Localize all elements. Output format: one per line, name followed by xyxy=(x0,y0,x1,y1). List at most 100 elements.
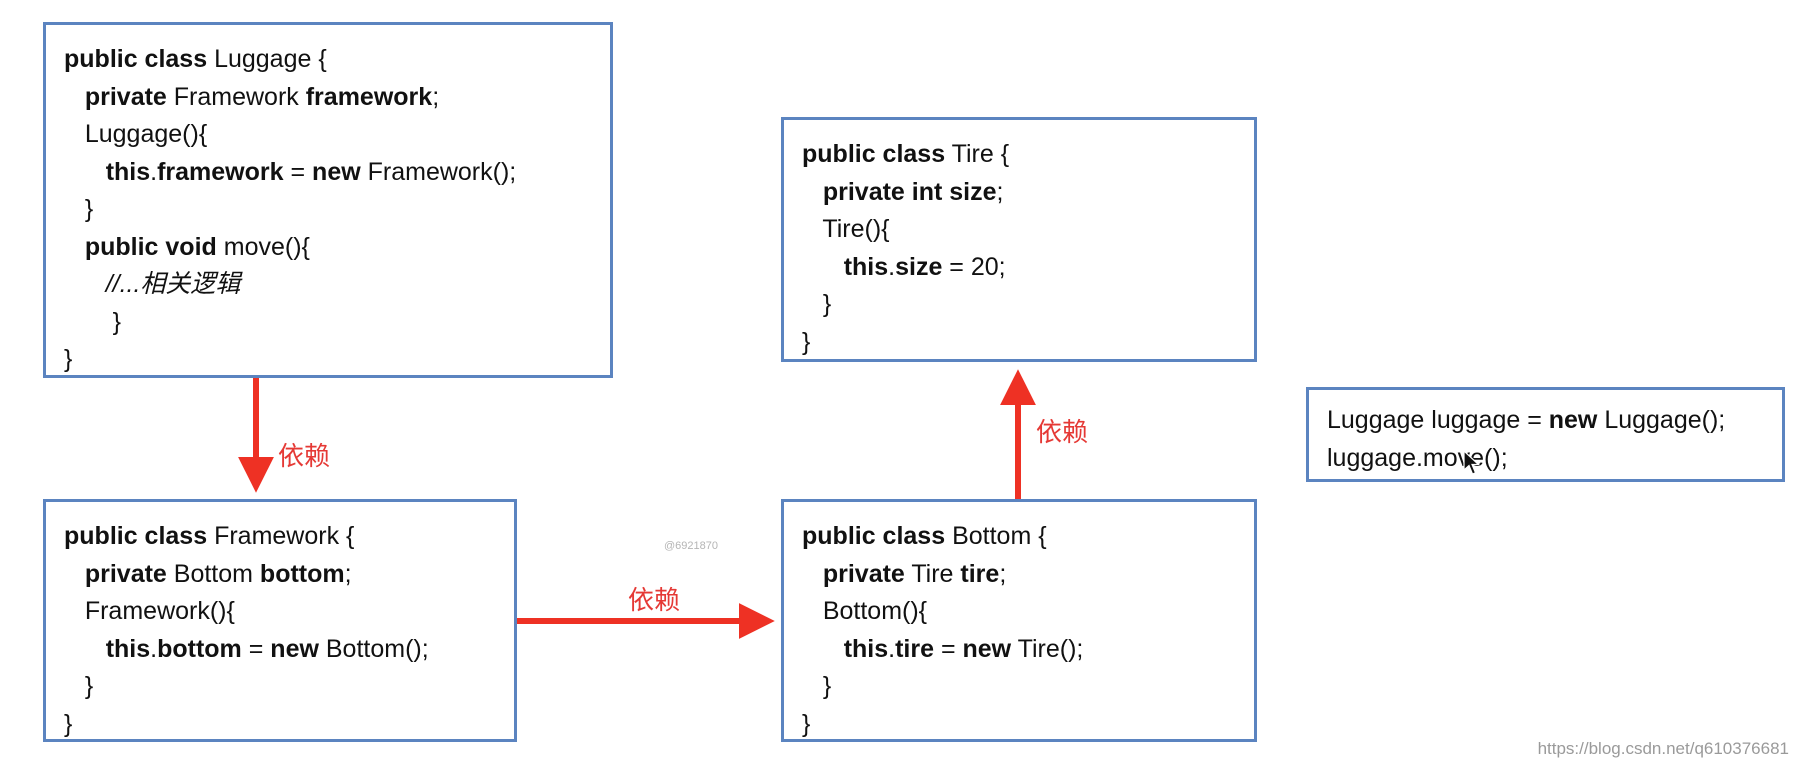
bottom-class-box: public class Bottom { private Tire tire;… xyxy=(781,499,1257,742)
code-text: Tire(); xyxy=(1011,634,1084,663)
code-keyword: private xyxy=(84,82,167,111)
code-text: Luggage(){ xyxy=(64,120,208,148)
code-keyword: private xyxy=(822,559,905,588)
code-keyword: private int size xyxy=(822,177,997,206)
luggage-class-box: public class Luggage { private Framework… xyxy=(43,22,613,378)
code-text: Bottom { xyxy=(945,522,1047,550)
code-line: private Framework framework; xyxy=(64,79,592,117)
code-keyword: tire xyxy=(895,634,934,663)
code-text: Luggage { xyxy=(207,45,327,73)
code-text: } xyxy=(802,290,832,318)
bottom-code: public class Bottom { private Tire tire;… xyxy=(802,518,1236,743)
usage-code: Luggage luggage = new Luggage(); luggage.… xyxy=(1327,402,1764,477)
code-keyword: size xyxy=(895,252,943,281)
code-line: } xyxy=(802,324,1236,362)
code-line: } xyxy=(802,668,1236,706)
code-keyword: this xyxy=(105,634,151,663)
code-line: } xyxy=(64,191,592,229)
code-text: = xyxy=(934,634,963,663)
code-keyword: this xyxy=(105,157,151,186)
code-text: Luggage(); xyxy=(1597,406,1726,434)
code-line: Bottom(){ xyxy=(802,593,1236,631)
code-text: . xyxy=(888,252,896,281)
code-text: ; xyxy=(999,559,1007,588)
code-text: ; xyxy=(996,177,1004,206)
code-text: Framework(){ xyxy=(64,597,235,625)
code-line: luggage.move(); xyxy=(1327,440,1764,478)
code-line: private Tire tire; xyxy=(802,556,1236,594)
code-line: private int size; xyxy=(802,174,1236,212)
code-line: } xyxy=(64,706,496,744)
code-text: ; xyxy=(344,559,352,588)
code-line: } xyxy=(64,341,592,379)
code-text: Framework(); xyxy=(360,157,517,186)
luggage-code: public class Luggage { private Framework… xyxy=(64,41,592,379)
code-keyword: framework xyxy=(157,157,284,186)
code-text: } xyxy=(64,307,121,336)
blog-watermark: https://blog.csdn.net/q610376681 xyxy=(1537,739,1789,758)
code-line: } xyxy=(64,668,496,706)
code-text: } xyxy=(802,327,811,356)
code-comment: //...相关逻辑 xyxy=(105,270,241,298)
code-line: public class Tire { xyxy=(802,136,1236,174)
code-line: //...相关逻辑 xyxy=(64,266,592,304)
code-text: = xyxy=(241,634,271,663)
code-keyword: bottom xyxy=(157,634,242,663)
code-keyword: new xyxy=(270,634,319,663)
code-line: Luggage(){ xyxy=(64,116,592,154)
code-text: } xyxy=(64,672,94,700)
code-text: Bottom(); xyxy=(318,634,429,663)
code-text: Tire { xyxy=(945,140,1010,168)
code-line: Luggage luggage = new Luggage(); xyxy=(1327,402,1764,440)
code-text: Bottom xyxy=(166,559,260,588)
dependency-label-2: 依赖 xyxy=(628,586,681,616)
code-text: Tire(){ xyxy=(802,215,890,243)
code-text: } xyxy=(64,345,73,373)
code-line: public void move(){ xyxy=(64,229,592,267)
code-keyword: public class xyxy=(64,522,208,550)
code-keyword: this xyxy=(843,252,889,281)
code-text: = xyxy=(283,157,313,186)
framework-class-box: public class Framework { private Bottom … xyxy=(43,499,517,742)
usage-code-box: Luggage luggage = new Luggage(); luggage.… xyxy=(1306,387,1785,482)
code-text: } xyxy=(802,709,811,738)
code-text: } xyxy=(64,195,94,223)
code-line: } xyxy=(64,304,592,342)
code-text: luggage.move(); xyxy=(1327,443,1508,472)
code-line: private Bottom bottom; xyxy=(64,556,496,594)
code-text: . xyxy=(150,157,158,186)
code-keyword: public void xyxy=(84,232,217,261)
code-keyword: tire xyxy=(960,559,1000,588)
code-line: public class Bottom { xyxy=(802,518,1236,556)
dependency-label-3: 依赖 xyxy=(1036,418,1089,448)
code-text: Framework xyxy=(166,82,306,111)
center-watermark: @6921870 xyxy=(664,540,718,552)
code-keyword: private xyxy=(84,559,167,588)
code-keyword: new xyxy=(312,157,361,186)
code-line: this.tire = new Tire(); xyxy=(802,631,1236,669)
code-text: move(){ xyxy=(216,232,310,261)
code-text: } xyxy=(64,709,73,738)
code-line: } xyxy=(802,286,1236,324)
code-line: Framework(){ xyxy=(64,593,496,631)
mouse-pointer-icon xyxy=(1463,450,1481,475)
code-line: this.bottom = new Bottom(); xyxy=(64,631,496,669)
code-text: } xyxy=(802,672,832,700)
code-text: . xyxy=(150,634,158,663)
code-line: } xyxy=(802,706,1236,744)
code-keyword: new xyxy=(962,634,1012,663)
code-text: Tire xyxy=(904,559,961,588)
code-text: . xyxy=(888,634,896,663)
code-line: Tire(){ xyxy=(802,211,1236,249)
tire-code: public class Tire { private int size; Ti… xyxy=(802,136,1236,361)
code-line: this.size = 20; xyxy=(802,249,1236,287)
code-line: this.framework = new Framework(); xyxy=(64,154,592,192)
code-keyword: new xyxy=(1548,406,1598,434)
code-text: Framework { xyxy=(207,522,355,550)
code-keyword: bottom xyxy=(259,559,345,588)
code-keyword: public class xyxy=(802,140,946,168)
code-text: ; xyxy=(432,82,440,111)
dependency-label-1: 依赖 xyxy=(278,442,331,472)
framework-code: public class Framework { private Bottom … xyxy=(64,518,496,743)
